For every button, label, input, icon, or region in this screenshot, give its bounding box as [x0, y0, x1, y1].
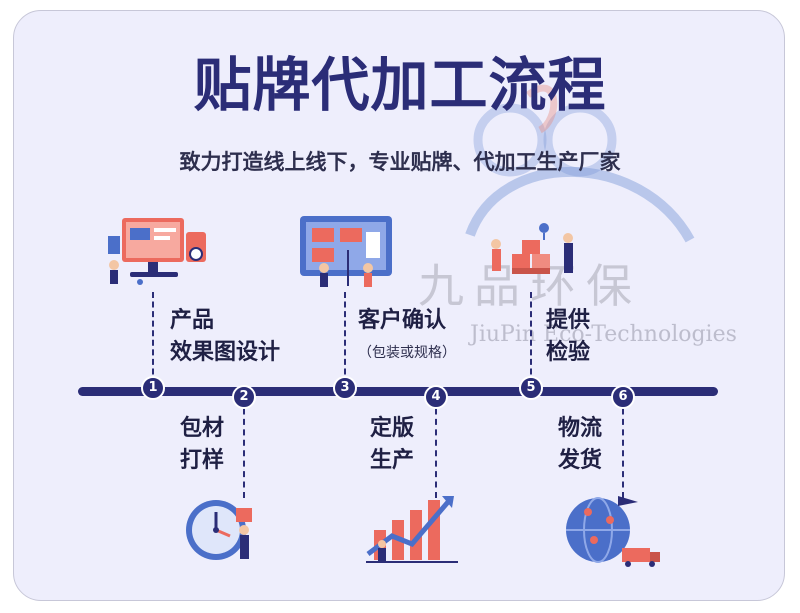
inspection-boxes-icon	[491, 223, 573, 274]
connector-4	[435, 398, 437, 498]
step-3-line1: 客户确认	[358, 308, 447, 333]
step-1-label: 产品 效果图设计	[170, 305, 280, 369]
step-node-5: 5	[519, 376, 543, 400]
step-node-4: 4	[424, 385, 448, 409]
flow-card	[13, 10, 785, 601]
step-4-line1: 定版	[370, 416, 415, 441]
step-2-label: 包材 打样	[180, 413, 224, 477]
step-6-line1: 物流	[558, 416, 603, 441]
design-monitor-icon	[108, 218, 206, 285]
step-5-line2: 检验	[546, 340, 591, 365]
page-title: 贴牌代加工流程	[193, 51, 607, 119]
step-6-label: 物流 发货	[558, 413, 602, 477]
connector-2	[243, 398, 245, 498]
step-4-line2: 生产	[370, 448, 415, 473]
step-node-6: 6	[611, 385, 635, 409]
step-6-line2: 发货	[558, 448, 603, 473]
page-subtitle: 致力打造线上线下，专业贴牌、代加工生产厂家	[179, 150, 621, 174]
production-chart-icon	[366, 496, 458, 563]
step-node-1: 1	[141, 376, 165, 400]
connector-1	[152, 292, 154, 384]
step-3-label: 客户确认	[358, 305, 446, 337]
step-4-label: 定版 生产	[370, 413, 414, 477]
watermark-en: JiuPin Eco-Technologies	[470, 322, 737, 347]
step-1-line2: 效果图设计	[170, 340, 281, 365]
step-1-line1: 产品	[170, 308, 215, 333]
step-2-line1: 包材	[180, 416, 225, 441]
approval-board-icon	[300, 216, 392, 287]
step-3-note: （包装或规格）	[358, 345, 456, 361]
connector-6	[622, 398, 624, 498]
step-5-label: 提供 检验	[546, 305, 590, 369]
step-node-2: 2	[232, 385, 256, 409]
step-2-line2: 打样	[180, 448, 225, 473]
step-5-line1: 提供	[546, 308, 591, 333]
connector-5	[530, 292, 532, 384]
connector-3	[344, 292, 346, 384]
step-node-3: 3	[333, 376, 357, 400]
timeline-bar	[78, 387, 718, 396]
clock-sampling-icon	[186, 500, 252, 560]
globe-logistics-icon	[566, 496, 660, 567]
